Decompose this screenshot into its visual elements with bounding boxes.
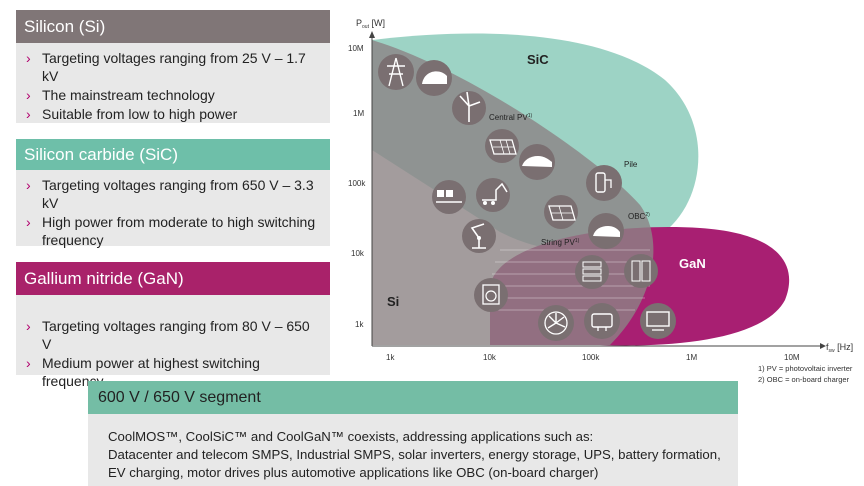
silicon-carbide-body: ›Targeting voltages ranging from 650 V –… — [16, 170, 330, 249]
list-item: ›Targeting voltages ranging from 650 V –… — [26, 177, 314, 211]
string-pv-label: String PV1) — [541, 238, 580, 247]
sic-label: SiC — [527, 52, 549, 67]
chevron-right-icon: › — [26, 106, 31, 122]
y-axis-arrow-icon — [369, 31, 375, 38]
x-tick-label: 1k — [386, 353, 395, 362]
silicon-carbide-header: Silicon carbide (SiC) — [16, 139, 330, 170]
segment-header: 600 V / 650 V segment — [88, 381, 738, 414]
silicon-carbide-title: Silicon carbide (SiC) — [24, 144, 178, 164]
chevron-right-icon: › — [26, 355, 31, 371]
chevron-right-icon: › — [26, 177, 31, 193]
car-icon — [519, 144, 555, 180]
conveyor-icon — [432, 180, 466, 214]
fan-icon — [538, 305, 574, 341]
chevron-right-icon: › — [26, 214, 31, 230]
gallium-nitride-bullet-list: ›Targeting voltages ranging from 80 V – … — [26, 317, 322, 390]
list-item: ›Suitable from low to high power — [26, 106, 238, 122]
gan-label: GaN — [679, 256, 706, 271]
y-axis-title: Pout [W] — [356, 18, 385, 30]
y-tick-label: 1M — [353, 109, 364, 118]
y-tick-label: 100k — [348, 179, 366, 188]
x-tick-label: 1M — [686, 353, 697, 362]
silicon-bullet-list: ›Targeting voltages ranging from 25 V – … — [26, 49, 322, 123]
segment-text-line: Datacenter and telecom SMPS, Industrial … — [108, 447, 721, 462]
silicon-body: ›Targeting voltages ranging from 25 V – … — [16, 43, 330, 123]
segment-text-line: EV charging, motor drives plus automotiv… — [108, 465, 599, 480]
ev-charger-icon — [586, 165, 622, 201]
list-item: ›Targeting voltages ranging from 25 V – … — [26, 50, 306, 84]
power-frequency-diagram: Pout [W] fsw [Hz] 10M 1M 100k 10k 1k 1k … — [348, 18, 853, 362]
obc-car-icon — [588, 213, 624, 249]
server-rack-icon — [575, 255, 609, 289]
list-item: ›High power from moderate to high switch… — [26, 214, 316, 248]
monitor-icon — [640, 303, 676, 339]
robot-arm-icon — [462, 219, 496, 253]
obc-label: OBC2) — [628, 212, 650, 221]
y-tick-label: 1k — [355, 320, 364, 329]
y-tick-label: 10k — [351, 249, 365, 258]
silicon-header: Silicon (Si) — [16, 10, 330, 43]
x-tick-label: 10k — [483, 353, 497, 362]
wind-turbine-icon — [452, 91, 486, 125]
segment-title: 600 V / 650 V segment — [98, 388, 261, 406]
footnote-obc: 2) OBC = on-board charger — [758, 375, 850, 384]
gallium-nitride-title: Gallium nitride (GaN) — [24, 268, 184, 288]
charger-adapter-icon — [584, 303, 620, 339]
x-tick-label: 100k — [582, 353, 600, 362]
list-item: ›The mainstream technology — [26, 87, 215, 103]
data-center-icon — [624, 254, 658, 288]
central-pv-label: Central PV1) — [489, 113, 532, 122]
list-item: ›Targeting voltages ranging from 80 V – … — [26, 318, 310, 352]
segment-body: CoolMOS™, CoolSiC™ and CoolGaN™ coexists… — [88, 414, 738, 486]
x-tick-label: 10M — [784, 353, 800, 362]
silicon-title: Silicon (Si) — [24, 16, 106, 36]
si-label: Si — [387, 294, 399, 309]
y-tick-label: 10M — [348, 44, 364, 53]
gallium-nitride-header: Gallium nitride (GaN) — [16, 262, 330, 295]
washing-machine-icon — [474, 278, 508, 312]
x-axis-arrow-icon — [820, 343, 826, 349]
x-axis-title: fsw [Hz] — [826, 342, 853, 354]
footnote-pv: 1) PV = photovoltaic inverter — [758, 364, 853, 373]
pile-label: Pile — [624, 160, 638, 169]
chevron-right-icon: › — [26, 87, 31, 103]
solar-panel-icon — [485, 129, 519, 163]
chevron-right-icon: › — [26, 50, 31, 66]
gallium-nitride-body: ›Targeting voltages ranging from 80 V – … — [16, 295, 330, 389]
segment-text-line: CoolMOS™, CoolSiC™ and CoolGaN™ coexists… — [108, 429, 594, 444]
excavator-icon — [476, 178, 510, 212]
train-icon — [416, 60, 452, 96]
power-tower-icon — [378, 54, 414, 90]
silicon-carbide-bullet-list: ›Targeting voltages ranging from 650 V –… — [26, 176, 322, 249]
chevron-right-icon: › — [26, 318, 31, 334]
string-solar-panel-icon — [544, 195, 578, 229]
